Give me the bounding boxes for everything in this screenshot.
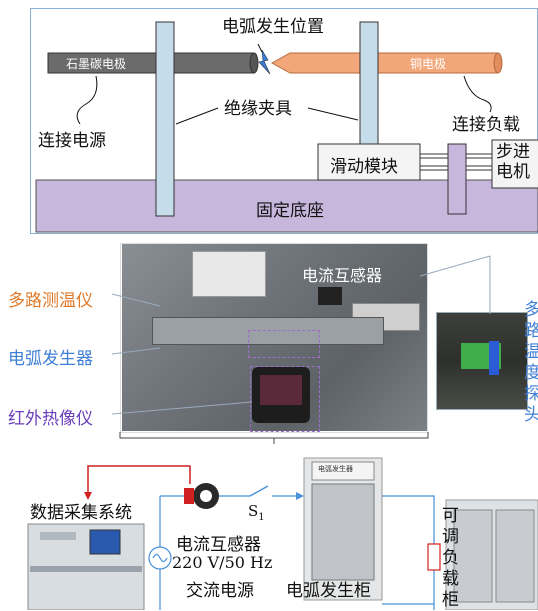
daq-panel bbox=[40, 532, 76, 540]
infrared-camera-device bbox=[252, 367, 310, 423]
copper-end bbox=[493, 52, 503, 74]
ct-label: 电流互感器 bbox=[176, 535, 261, 555]
ac-spec-label: 220 V/50 Hz bbox=[172, 553, 273, 572]
resistor-icon bbox=[427, 543, 441, 571]
arc-spark-icon bbox=[258, 49, 271, 75]
sliding-module-label: 滑动模块 bbox=[330, 157, 398, 177]
switch-label-sub: 1 bbox=[258, 512, 265, 523]
arc-leader bbox=[257, 43, 263, 53]
support-post bbox=[447, 143, 467, 215]
arc-gen-leader bbox=[111, 347, 161, 355]
camera-highlight bbox=[250, 366, 320, 432]
signal-wire bbox=[87, 465, 191, 496]
connect-power-label: 连接电源 bbox=[38, 131, 106, 151]
fixture-leader-right bbox=[307, 107, 359, 121]
copper-electrode-label: 铜电极 bbox=[410, 57, 447, 71]
thermometer-label: 多路测温仪 bbox=[8, 291, 93, 311]
power-leader bbox=[76, 75, 98, 125]
graphite-tip bbox=[249, 52, 259, 74]
thermometer-leader bbox=[111, 293, 161, 307]
fixed-base-label: 固定底座 bbox=[256, 201, 324, 221]
camera-leader bbox=[111, 401, 253, 415]
infrared-camera-label: 红外热像仪 bbox=[8, 409, 93, 429]
insulating-clamp-right bbox=[359, 21, 379, 145]
ac-wave bbox=[152, 553, 168, 563]
schematic-drawing bbox=[35, 21, 538, 233]
daq-monitor bbox=[89, 529, 121, 555]
ac-source-label: 交流电源 bbox=[186, 581, 254, 601]
current-transformer-device bbox=[318, 287, 342, 305]
inset-leader bbox=[419, 255, 491, 277]
switch-label: S1 bbox=[248, 502, 265, 523]
load-cabinet-door-right bbox=[495, 509, 535, 603]
arc-cabinet-window bbox=[311, 483, 375, 581]
stepper-motor-line1: 步进 bbox=[496, 142, 530, 162]
photo-leaders bbox=[111, 255, 491, 444]
ct-clip bbox=[184, 488, 194, 504]
test-bench-photo bbox=[122, 243, 428, 431]
ct-ring-hole bbox=[200, 490, 212, 502]
arc-cabinet-panel bbox=[311, 461, 375, 481]
photo-bracket bbox=[119, 432, 429, 439]
switch-blade[interactable] bbox=[249, 485, 269, 497]
sensor-inset-photo bbox=[436, 312, 528, 410]
camera-screen bbox=[260, 375, 302, 405]
load-leader bbox=[463, 75, 492, 113]
arc-position-label: 电弧发生位置 bbox=[222, 17, 324, 37]
load-cabinet-label: 可调负载柜 bbox=[442, 506, 459, 610]
probe-wire-blue bbox=[489, 341, 499, 375]
arc-cabinet-label: 电弧发生柜 bbox=[286, 581, 371, 601]
inset-label: 多路温度探头 bbox=[524, 300, 538, 425]
system-drawing bbox=[27, 457, 538, 610]
daq-label: 数据采集系统 bbox=[30, 503, 132, 523]
sliding-module bbox=[317, 143, 421, 181]
load-cabinet-door-left bbox=[453, 509, 493, 603]
circuit-right bbox=[382, 495, 435, 610]
copper-electrode bbox=[270, 52, 499, 74]
insulating-clamp-left bbox=[155, 21, 175, 217]
daq-desk bbox=[30, 566, 142, 572]
photo-border bbox=[120, 243, 428, 433]
arc-generator-device bbox=[152, 317, 384, 345]
stepper-motor-line2: 电机 bbox=[496, 162, 530, 182]
stepper-motor bbox=[491, 139, 538, 189]
current-transformer-photo-label: 电流互感器 bbox=[302, 266, 383, 285]
arc-cabinet-panel-label: 电弧发生器 bbox=[318, 465, 353, 473]
generator-highlight bbox=[248, 330, 320, 358]
circuit-arrow-icon bbox=[296, 492, 304, 500]
arc-generator-label: 电弧发生器 bbox=[8, 349, 93, 369]
graphite-electrode-label: 石墨碳电极 bbox=[66, 57, 127, 71]
thermometer-device bbox=[192, 251, 266, 297]
switch-label-main: S bbox=[248, 502, 259, 520]
signal-arrow-icon bbox=[84, 492, 92, 500]
stepper-motor-label: 步进 电机 bbox=[496, 142, 530, 182]
connect-load-label: 连接负载 bbox=[452, 115, 520, 135]
insulating-fixture-label: 绝缘夹具 bbox=[224, 99, 292, 119]
fixture-leader-left bbox=[175, 107, 219, 125]
